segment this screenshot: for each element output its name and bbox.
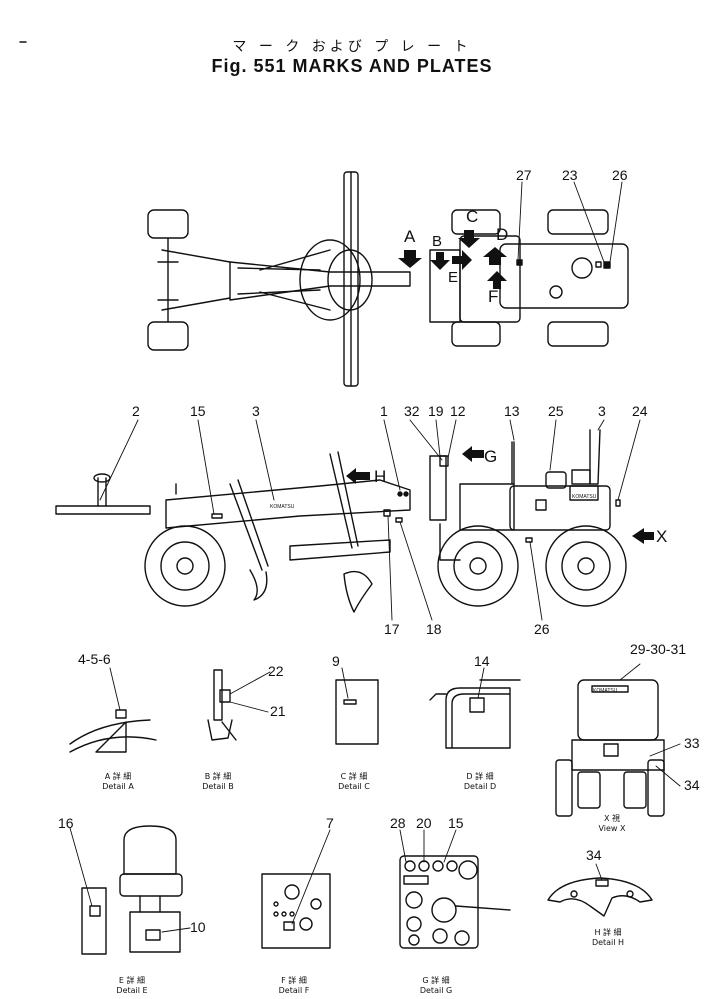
brand-plate-rear: KOMATSU xyxy=(593,688,618,694)
view-arrows-side xyxy=(346,446,654,544)
detail-d-caption-jp: D 詳 細 xyxy=(466,772,494,781)
part-number-17: 17 xyxy=(384,621,400,637)
view-arrows-top xyxy=(398,230,507,289)
detail-f-caption: F 詳 細 Detail F xyxy=(254,976,334,996)
part-number-14: 15 xyxy=(190,403,206,419)
part-number-4-5-6: 4-5-6 xyxy=(78,651,111,667)
view-x-caption-jp: X 視 xyxy=(603,814,621,823)
detail-g-drawing xyxy=(399,829,511,949)
arrow-b-icon xyxy=(430,252,450,270)
detail-d-caption: D 詳 細 Detail D xyxy=(440,772,520,792)
view-letter-a: A xyxy=(404,227,416,246)
view-x-caption-en: View X xyxy=(598,824,626,833)
part-number-13: 16 xyxy=(58,815,74,831)
arrow-x-icon xyxy=(632,528,654,544)
view-letter-f: F xyxy=(488,287,498,306)
page-title: Fig. 551 MARKS AND PLATES xyxy=(211,56,493,76)
detail-e-drawing xyxy=(69,825,191,955)
detail-f-caption-en: Detail F xyxy=(278,986,310,995)
view-letter-e: E xyxy=(448,269,458,286)
detail-b-caption-jp: B 詳 細 xyxy=(204,772,232,781)
view-letter-c: C xyxy=(466,207,478,226)
leader-lines xyxy=(99,181,641,621)
part-number-24: 25 xyxy=(548,403,564,419)
part-number-9: 10 xyxy=(190,919,206,935)
part-number-23: 24 xyxy=(632,403,648,419)
detail-a-caption-jp: A 詳 細 xyxy=(104,772,132,781)
labels: A B C D E F G H X 2 15 3 1 32 19 12 13 2… xyxy=(58,167,700,935)
detail-d-caption-en: Detail D xyxy=(463,782,497,791)
part-number-25: 26 xyxy=(534,621,550,637)
part-number-3b: 3 xyxy=(598,403,606,419)
view-x-caption: X 視 View X xyxy=(572,814,652,834)
part-number-3: 3 xyxy=(252,403,260,419)
detail-b-caption: B 詳 細 Detail B xyxy=(178,772,258,792)
detail-a-drawing xyxy=(69,667,157,753)
detail-h-caption: H 詳 細 Detail H xyxy=(568,928,648,948)
part-number-20: 21 xyxy=(270,703,286,719)
part-number-32: 32 xyxy=(404,403,420,419)
detail-c-drawing xyxy=(335,667,379,745)
part-number-1: 1 xyxy=(380,403,388,419)
part-number-26: 26 xyxy=(612,167,628,183)
part-number-18: 18 xyxy=(426,621,442,637)
part-number-15: 15 xyxy=(448,815,464,831)
view-letter-b: B xyxy=(432,233,442,250)
brand-plate-boom: KOMATSU xyxy=(270,504,295,510)
detail-c-caption-en: Detail C xyxy=(338,782,370,791)
part-number-33: 33 xyxy=(684,735,700,751)
part-number-28: 28 xyxy=(390,815,406,831)
detail-f-caption-jp: F 詳 細 xyxy=(281,976,307,985)
page-title-japanese: マ ー ク および プ レ ー ト xyxy=(232,39,472,55)
arrow-d-icon xyxy=(483,247,507,265)
arrow-a-icon xyxy=(398,250,422,268)
detail-e-caption: E 詳 細 Detail E xyxy=(92,976,172,996)
part-number-11: 13 xyxy=(504,403,520,419)
detail-a-caption: A 詳 細 Detail A xyxy=(78,772,158,792)
arrow-e-icon xyxy=(452,250,472,270)
part-number-7: 7 xyxy=(326,815,334,831)
detail-c-caption-jp: C 詳 細 xyxy=(340,772,368,781)
brand-plate-engine: KOMATSU xyxy=(572,494,597,500)
view-letter-d: D xyxy=(496,225,508,244)
top-view-grader xyxy=(147,171,629,387)
arrow-g-icon xyxy=(462,446,484,462)
part-number-34b: 34 xyxy=(586,847,602,863)
part-number-2: 2 xyxy=(132,403,140,419)
arrow-h-icon xyxy=(346,468,370,484)
part-number-8: 9 xyxy=(332,653,340,669)
part-number-29-30-31: 29-30-31 xyxy=(630,641,686,657)
view-letter-x: X xyxy=(656,527,667,546)
part-number-22: 23 xyxy=(562,167,578,183)
detail-g-caption: G 詳 細 Detail G xyxy=(396,976,476,996)
detail-h-caption-en: Detail H xyxy=(591,938,625,947)
view-letter-h: H xyxy=(374,467,386,486)
part-number-10: 12 xyxy=(450,403,466,419)
detail-g-caption-jp: G 詳 細 xyxy=(422,976,450,985)
detail-e-caption-en: Detail E xyxy=(116,986,148,995)
detail-a-caption-en: Detail A xyxy=(102,782,134,791)
view-letter-g: G xyxy=(484,447,497,466)
view-x-drawing xyxy=(555,663,681,817)
part-number-27: 27 xyxy=(516,167,532,183)
arrow-c-icon xyxy=(458,230,480,248)
part-number-12: 14 xyxy=(474,653,490,669)
detail-h-drawing xyxy=(547,863,653,917)
side-view-grader xyxy=(55,429,627,613)
detail-g-caption-en: Detail G xyxy=(419,986,453,995)
part-number-34: 34 xyxy=(684,777,700,793)
part-number-19: 19 xyxy=(428,403,444,419)
detail-b-drawing xyxy=(207,669,271,741)
detail-f-drawing xyxy=(261,829,331,949)
arrow-f-icon xyxy=(487,271,507,289)
detail-e-caption-jp: E 詳 細 xyxy=(118,976,146,985)
detail-h-caption-jp: H 詳 細 xyxy=(594,928,622,937)
detail-c-caption: C 詳 細 Detail C xyxy=(314,772,394,792)
part-number-16: 20 xyxy=(416,815,432,831)
detail-b-caption-en: Detail B xyxy=(202,782,234,791)
detail-d-drawing xyxy=(429,667,521,749)
part-number-21: 22 xyxy=(268,663,284,679)
